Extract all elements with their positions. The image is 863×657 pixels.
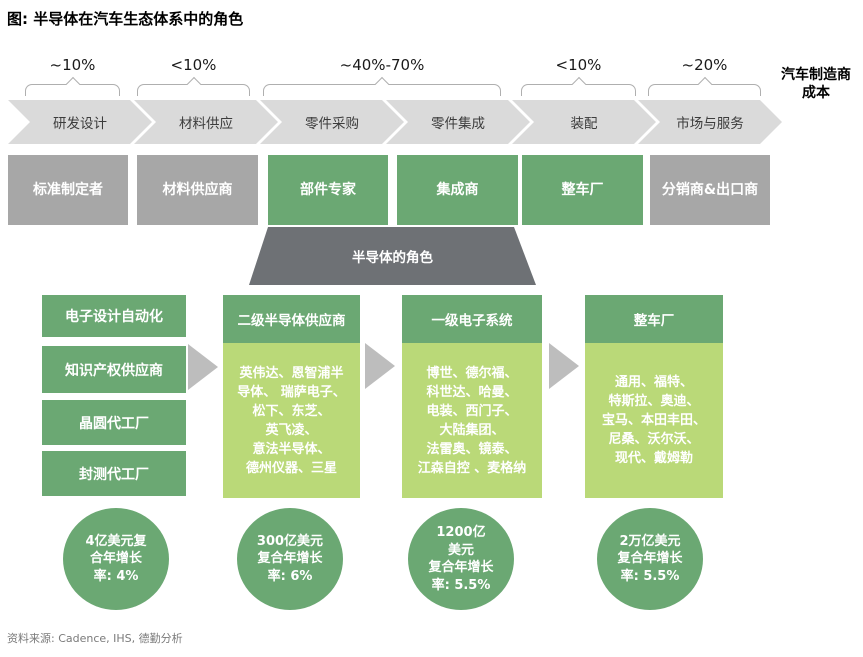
actor-integrator: 集成商 — [397, 155, 518, 225]
col1-item-foundry: 晶圆代工厂 — [42, 400, 186, 445]
right-arrow-icon — [365, 343, 395, 389]
col3-header-tier1-electronics: 一级电子系统 — [402, 295, 542, 343]
brace-icon — [25, 84, 120, 96]
col4-body-companies: 通用、福特、 特斯拉、奥迪、 宝马、本田丰田、 尼桑、沃尔沃、 现代、戴姆勒 — [585, 343, 723, 498]
col4-header-oem: 整车厂 — [585, 295, 723, 343]
stage-label: 装配 — [570, 116, 598, 132]
semiconductor-role-banner: 半导体的角色 — [249, 227, 536, 285]
cagr-circle-tier2: 300亿美元 复合年增长 率: 6% — [237, 508, 343, 610]
actor-standard-setter: 标准制定者 — [8, 155, 128, 225]
stage-label: 零件采购 — [305, 116, 359, 132]
col2-header-tier2-semi: 二级半导体供应商 — [223, 295, 360, 343]
automaker-cost-label: 汽车制造商 成本 — [781, 67, 851, 101]
chevron-stage-integration: 零件集成 — [386, 100, 530, 144]
col1-item-osat: 封测代工厂 — [42, 451, 186, 496]
col1-item-eda: 电子设计自动化 — [42, 295, 186, 337]
cost-pct-parts: ~40%-70% — [339, 56, 425, 74]
cost-pct-rd: ~10% — [49, 56, 96, 74]
stage-label: 研发设计 — [53, 116, 107, 132]
cagr-circle-eda: 4亿美元复 合年增长 率: 4% — [63, 508, 169, 610]
right-arrow-icon — [188, 344, 218, 390]
actor-component-expert: 部件专家 — [268, 155, 388, 225]
figure-title: 图: 半导体在汽车生态体系中的角色 — [7, 10, 244, 28]
stage-label: 市场与服务 — [676, 116, 744, 132]
actor-material-supplier: 材料供应商 — [137, 155, 258, 225]
actor-distributor: 分销商&出口商 — [650, 155, 770, 225]
cost-pct-assembly: <10% — [555, 56, 602, 74]
cagr-circle-oem: 2万亿美元 复合年增长 率: 5.5% — [597, 508, 703, 610]
cagr-circle-tier1: 1200亿 美元 复合年增长 率: 5.5% — [408, 508, 514, 610]
actor-oem: 整车厂 — [522, 155, 643, 225]
brace-icon — [521, 84, 636, 96]
brace-icon — [137, 84, 250, 96]
col2-body-companies: 英伟达、恩智浦半 导体、 瑞萨电子、 松下、东芝、 英飞凌、 意法半导体、 德州… — [223, 343, 360, 498]
chevron-stage-material: 材料供应 — [134, 100, 278, 144]
chevron-stage-assembly: 装配 — [512, 100, 656, 144]
stage-label: 零件集成 — [431, 116, 485, 132]
source-note: 资料来源: Cadence, IHS, 德勤分析 — [7, 632, 183, 645]
brace-icon — [648, 84, 761, 96]
right-arrow-icon — [549, 343, 579, 389]
chevron-stage-market: 市场与服务 — [638, 100, 782, 144]
col3-body-companies: 博世、德尔福、 科世达、哈曼、 电装、西门子、 大陆集团、 法雷奥、镜泰、 江森… — [402, 343, 542, 498]
chevron-stage-procurement: 零件采购 — [260, 100, 404, 144]
semiconductor-role-label: 半导体的角色 — [352, 250, 433, 266]
stage-label: 材料供应 — [179, 116, 233, 132]
brace-icon — [263, 84, 501, 96]
cost-pct-material: <10% — [170, 56, 217, 74]
col1-item-ip: 知识产权供应商 — [42, 346, 186, 393]
cost-pct-market: ~20% — [681, 56, 728, 74]
chevron-stage-rd: 研发设计 — [8, 100, 152, 144]
